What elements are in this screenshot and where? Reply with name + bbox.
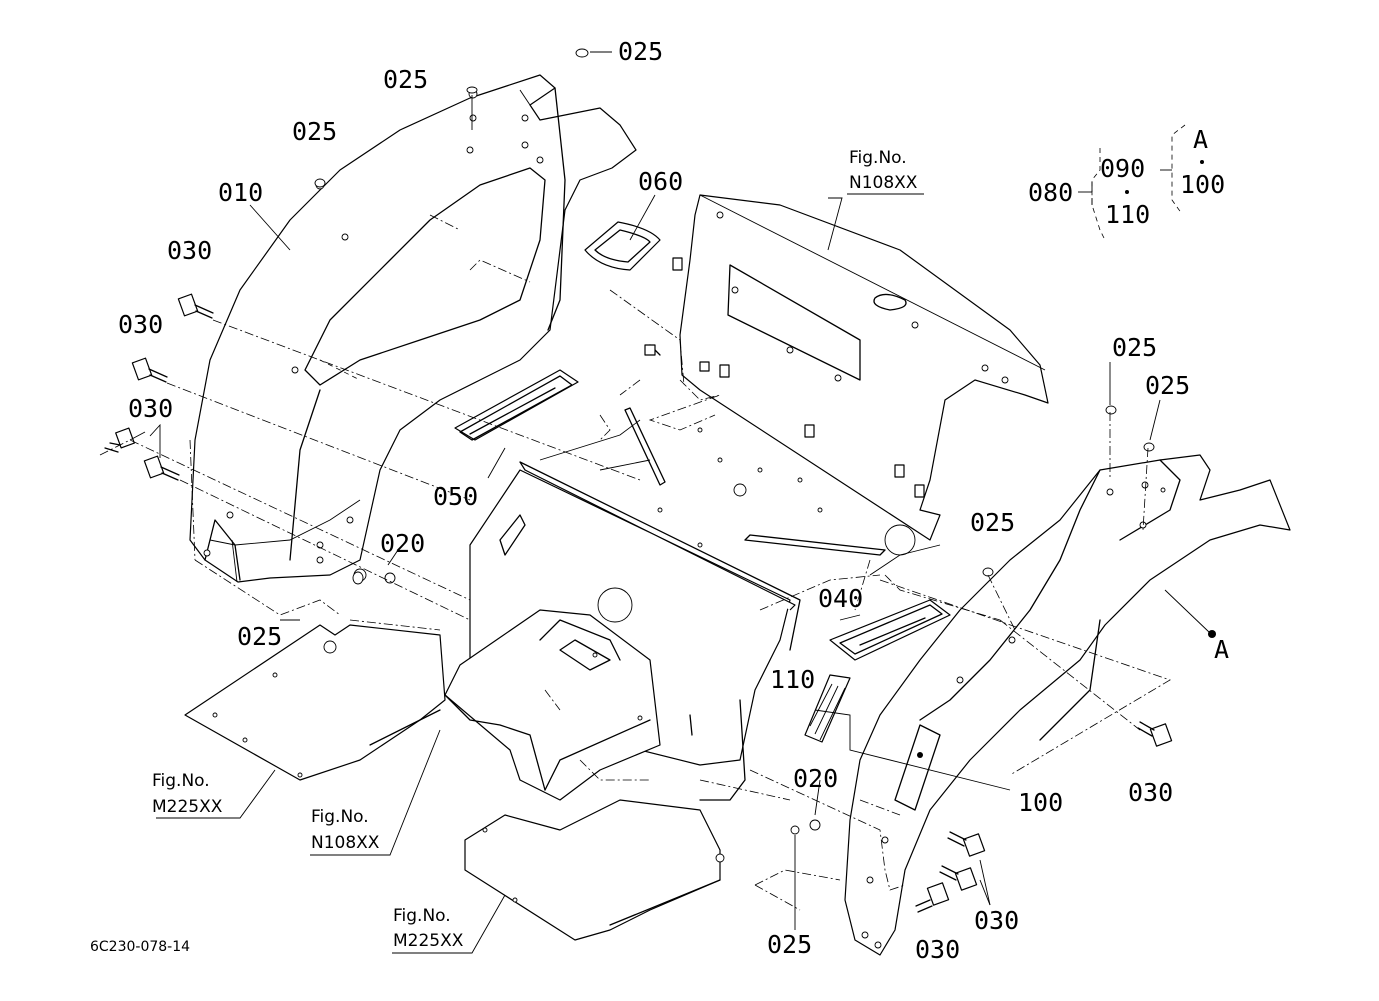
label-030: 030 [167,236,212,265]
fig-ref-title: Fig.No. [393,906,451,926]
label-010: 010 [218,178,263,207]
bolts [104,293,1173,913]
bolt-4 [143,455,180,481]
key-sub-ref: A [1193,125,1208,154]
key-bottom: 110 [1105,200,1150,229]
fig-ref-number: N108XX [849,173,918,193]
part-060-grommet [584,221,661,271]
part-040-grommet [829,599,951,661]
rear-panel [644,194,1049,541]
label-030: 030 [1128,778,1173,807]
fig-ref-number: N108XX [311,833,380,853]
fig-ref-title: Fig.No. [152,771,210,791]
fig-ref-number: M225XX [393,931,464,951]
label-025: 025 [767,930,812,959]
fig-ref-title: Fig.No. [849,148,907,168]
part-labels: 025 025 025 010 030 030 030 060 050 020 … [118,37,1229,964]
label-025: 025 [237,622,282,651]
label-025: 025 [383,65,428,94]
bolt-7 [939,865,978,891]
key-root: 080 [1028,178,1073,207]
label-030: 030 [118,310,163,339]
label-110: 110 [770,665,815,694]
label-025: 025 [292,117,337,146]
bolt-8 [915,882,950,913]
label-025: 025 [1145,371,1190,400]
right-fender [790,454,1291,956]
label-050: 050 [433,482,478,511]
assembly-key [1078,124,1204,241]
label-040: 040 [818,584,863,613]
floor-plate-right [464,799,725,941]
assembly-lines [99,214,1171,911]
fig-ref-number: M225XX [152,797,223,817]
drawing-code: 6C230-078-14 [90,939,190,955]
label-030: 030 [128,394,173,423]
bolt-3 [104,427,135,453]
part-110-label [804,674,851,743]
bolt-1 [177,293,214,319]
left-fender [189,74,637,584]
label-callout-a: A [1214,635,1229,664]
assembly-key-labels: 080 090 110 A 100 [1028,125,1225,229]
label-020: 020 [793,764,838,793]
figure-references: Fig.No. N108XX Fig.No. M225XX Fig.No. N1… [152,148,924,951]
bolt-2 [131,357,168,383]
floor-plate-left [184,624,446,781]
washers [314,48,1155,585]
label-060: 060 [638,167,683,196]
label-025: 025 [1112,333,1157,362]
label-100: 100 [1018,788,1063,817]
label-020: 020 [380,529,425,558]
label-025: 025 [618,37,663,66]
key-top: 090 [1100,154,1145,183]
key-sub-part: 100 [1180,170,1225,199]
fig-ref-title: Fig.No. [311,807,369,827]
leader-lines [129,51,1216,954]
label-025: 025 [970,508,1015,537]
label-030: 030 [915,935,960,964]
bolt-6 [947,831,986,857]
label-030: 030 [974,906,1019,935]
seat-housing [444,609,661,801]
bolt-5 [1137,721,1173,747]
